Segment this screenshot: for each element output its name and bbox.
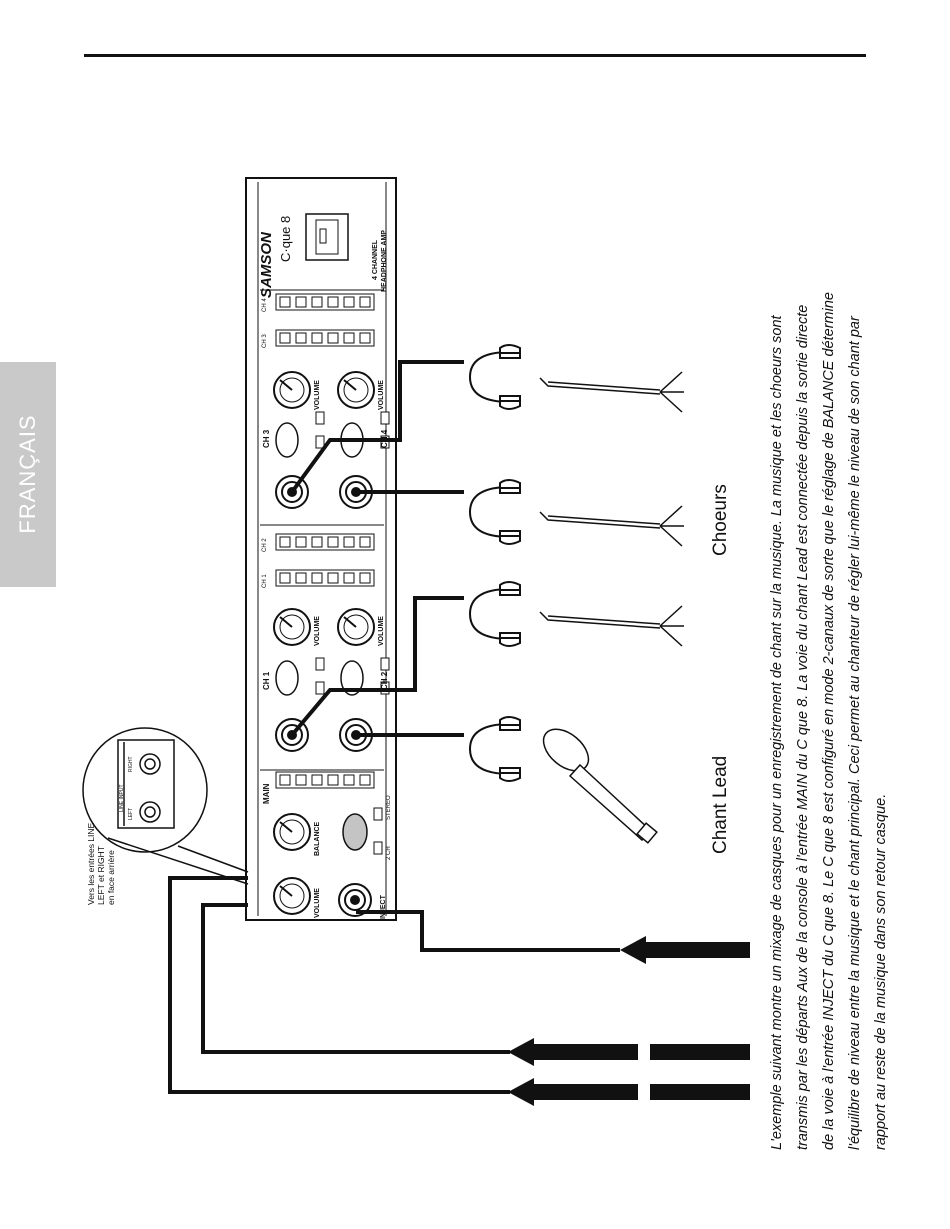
ch2-button — [340, 660, 364, 696]
mic-stand-3 — [539, 605, 684, 647]
power-switch — [305, 213, 349, 261]
microphone — [542, 728, 658, 844]
line-input-callout — [82, 727, 249, 885]
subtitle-line1: 4 CHANNEL — [372, 239, 379, 280]
headphones-4 — [468, 716, 521, 782]
callout-left-label: LEFT — [128, 807, 134, 820]
ch1-label: CH 1 — [262, 671, 271, 690]
line-input-note-1: Vers les entrées LINE — [86, 822, 96, 905]
choeurs-label: Choeurs — [710, 484, 731, 556]
volume-label-ch3: VOLUME — [314, 380, 321, 410]
headphones-3 — [468, 581, 521, 647]
knob-ch2-volume — [337, 608, 375, 646]
knob-ch3-volume — [273, 371, 311, 409]
subtitle-line2: HEADPHONE AMP — [381, 230, 388, 292]
ch2-label: CH 2 — [380, 671, 389, 690]
callout-right-label: RIGHT — [128, 756, 134, 772]
knob-ch1-volume — [273, 608, 311, 646]
caption-line: rapport au reste de la musique dans son … — [873, 793, 889, 1150]
volume-label-main: VOLUME — [314, 888, 321, 918]
brand-logo: SAMSON — [258, 232, 275, 298]
mode-led — [342, 813, 368, 851]
caption-text: L'exemple suivant montre un mixage de ca… — [764, 190, 894, 1150]
knob-ch4-volume — [337, 371, 375, 409]
balance-label: BALANCE — [314, 821, 321, 856]
knob-balance — [273, 813, 311, 851]
knob-main-volume — [273, 877, 311, 915]
volume-label-ch4: VOLUME — [378, 380, 385, 410]
volume-label-ch2: VOLUME — [378, 616, 385, 646]
caption-line: de la voie à l'entrée INJECT du C que 8.… — [821, 292, 837, 1150]
caption-line: l'équilibre de niveau entre la musique e… — [847, 316, 863, 1150]
line-input-note-3: en face arrière — [106, 850, 116, 905]
meter-ch3 — [275, 329, 375, 347]
line-input-note-2: LEFT et RIGHT — [96, 846, 106, 905]
meter-ch1 — [275, 569, 375, 587]
mode-2ch-label: 2 CH — [386, 846, 392, 860]
mic-stand-2 — [539, 505, 684, 547]
ch3-button — [275, 422, 299, 458]
model-name: C·que 8 — [278, 215, 293, 262]
meter-ch3-label: CH 3 — [262, 334, 268, 348]
top-rule — [84, 54, 866, 57]
ch3-label: CH 3 — [262, 429, 271, 448]
caption-line: transmis par les départs Aux de la conso… — [795, 304, 811, 1150]
line-input-callout-label: LINE INPUT — [119, 784, 125, 812]
jack-inject — [338, 883, 372, 917]
meter-main — [275, 771, 375, 789]
meter-ch4 — [275, 293, 375, 311]
meter-ch2 — [275, 533, 375, 551]
ch1-button — [275, 660, 299, 696]
mic-stand-1 — [539, 371, 684, 413]
ch4-label: CH 4 — [380, 429, 389, 448]
meter-ch4-label: CH 4 — [262, 298, 268, 312]
meter-ch1-label: CH 1 — [262, 574, 268, 588]
main-label: MAIN — [262, 783, 271, 804]
headphones-2 — [468, 479, 521, 545]
language-tab — [0, 362, 56, 587]
meter-ch2-label: CH 2 — [262, 538, 268, 552]
chant-lead-label: Chant Lead — [710, 755, 731, 854]
headphones-1 — [468, 344, 521, 410]
volume-label-ch1: VOLUME — [314, 616, 321, 646]
inject-label: INJECT — [380, 895, 387, 920]
caption-line: L'exemple suivant montre un mixage de ca… — [769, 315, 785, 1150]
mode-stereo-label: STEREO — [386, 795, 392, 820]
